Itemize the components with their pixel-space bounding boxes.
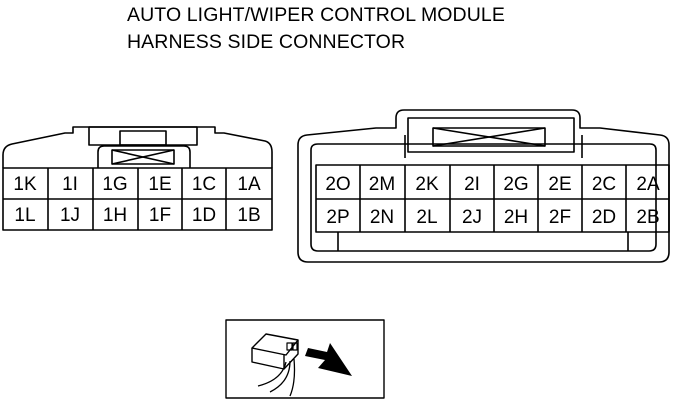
pin-label: 2A [636,174,660,195]
diagram-title-line-1: AUTO LIGHT/WIPER CONTROL MODULE [127,4,505,26]
pin-label: 1E [148,174,171,195]
pin-label: 2F [549,207,571,228]
pin-label: 1I [62,174,78,195]
pin-label: 1D [192,205,216,226]
pin-label: 1K [13,174,37,195]
harness-side-view-arrow-icon [225,319,385,399]
pin-label: 2J [462,207,482,228]
pin-label: 2I [464,174,480,195]
pin-label: 1A [237,174,261,195]
pin-label: 2C [592,174,616,195]
pin-label: 2E [548,174,571,195]
connector-1-pins: 1K 1I 1G 1E 1C 1A 1L 1J 1H 1F 1D 1B [13,174,261,226]
pin-label: 2G [503,174,528,195]
pin-label: 2K [415,174,439,195]
pin-label: 1C [192,174,216,195]
pin-label: 1G [102,174,127,195]
connector-1-housing [2,126,273,231]
pin-label: 2P [326,207,349,228]
pin-label: 2H [504,207,528,228]
pin-label: 1H [103,205,127,226]
pin-label: 2D [592,207,616,228]
pin-label: 2B [636,207,659,228]
pin-label: 2L [416,207,437,228]
connector-2-pins: 2O 2M 2K 2I 2G 2E 2C 2A 2P 2N 2L 2J 2H 2… [325,174,660,228]
pin-label: 1F [149,205,171,226]
pin-label: 2N [370,207,394,228]
pin-label: 1B [237,205,260,226]
diagram-title-line-2: HARNESS SIDE CONNECTOR [127,31,406,53]
pin-label: 1L [14,205,35,226]
connector-2-housing [297,109,670,263]
pin-label: 2M [369,174,395,195]
pin-label: 2O [325,174,350,195]
pin-label: 1J [60,205,80,226]
